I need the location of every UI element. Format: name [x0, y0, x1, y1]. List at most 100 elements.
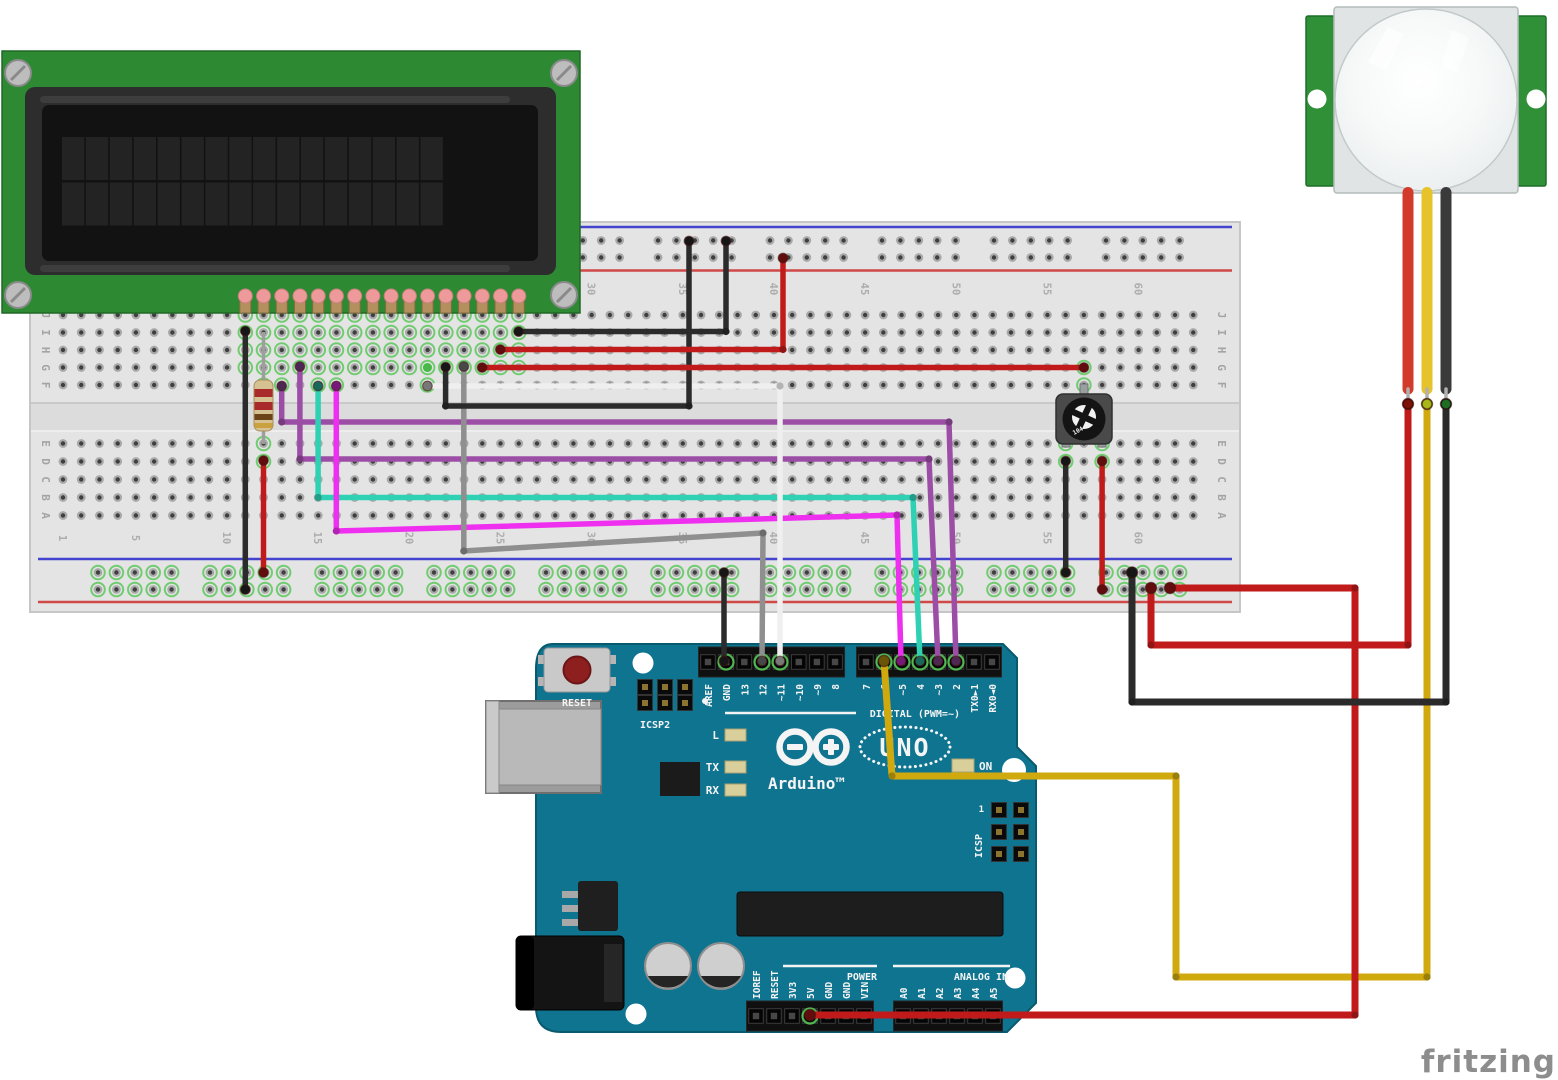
breadboard-hole — [332, 345, 341, 355]
barrel-jack-cap — [516, 936, 534, 1010]
arduino-uno-board[interactable]: RESET ICSP2 DIGITAL (PWM=~) L TX RX ON A… — [485, 643, 1037, 1033]
breadboard-hole — [1170, 363, 1180, 372]
breadboard-hole — [131, 380, 141, 390]
lcd-16x2-module[interactable] — [1, 50, 581, 314]
breadboard-hole — [205, 585, 215, 594]
breadboard-hole — [368, 328, 378, 337]
lcd-char-cell — [205, 182, 228, 226]
pir-motion-sensor[interactable] — [1305, 6, 1547, 194]
breadboard-hole — [459, 345, 469, 355]
breadboard-hole — [131, 328, 141, 337]
potentiometer-trimmer[interactable]: 104 — [1055, 383, 1113, 448]
breadboard-hole — [332, 363, 341, 372]
breadboard-hole — [860, 380, 870, 390]
wire-bendpoint — [925, 455, 933, 463]
breadboard-hole — [1134, 380, 1143, 390]
wire-red-5v-feed[interactable] — [806, 584, 1359, 1019]
wire-red-pir-vcc[interactable] — [1147, 400, 1412, 649]
wire-magenta-to-pin5[interactable] — [333, 383, 904, 664]
wire-black-pir-gnd[interactable] — [1128, 400, 1450, 706]
breadboard-hole — [222, 345, 232, 355]
connected-hole-ring — [593, 564, 610, 581]
breadboard-hole — [186, 511, 196, 520]
breadboard-hole — [970, 310, 979, 320]
lcd-char-cell — [277, 182, 300, 226]
breadboard-hole — [167, 475, 177, 484]
breadboard-hole — [1079, 310, 1089, 320]
breadboard-hole — [350, 345, 360, 355]
breadboard-hole — [386, 511, 396, 520]
icsp-pin-contact — [682, 700, 688, 706]
breadboard-hole — [113, 380, 123, 390]
breadboard-hole — [1043, 511, 1052, 520]
pin-label-A2: A2 — [935, 988, 946, 999]
connected-hole-ring — [328, 324, 345, 341]
wire-endpoint — [422, 380, 433, 392]
lcd-bezel-ridge — [40, 96, 510, 103]
connected-hole-ring — [383, 342, 399, 358]
connected-hole-ring — [705, 581, 722, 598]
wire-cyan-to-pin4[interactable] — [315, 383, 923, 664]
breadboard-hole — [1134, 475, 1143, 484]
connected-hole-ring — [556, 564, 573, 581]
breadboard-hole — [222, 457, 232, 466]
breadboard-hole — [1097, 310, 1107, 320]
connected-hole-ring — [387, 564, 404, 581]
wire-black-rail-a[interactable] — [442, 238, 692, 409]
lcd-char-cell — [372, 182, 395, 226]
overlay-layer — [1402, 398, 1452, 410]
wire-purple-to-pin2[interactable] — [278, 383, 959, 664]
breadboard[interactable]: JJIIHHGGFFEEDDCCBBAA11551010151520202525… — [29, 221, 1241, 613]
connected-hole-ring — [687, 581, 703, 598]
breadboard-hole — [897, 345, 906, 355]
mounting-hole — [632, 652, 654, 674]
pin-contact — [970, 658, 978, 666]
breadboard-hole — [76, 493, 86, 502]
breadboard-hole — [386, 380, 396, 390]
pot-marking: 104 — [1072, 425, 1085, 436]
capacitor — [697, 942, 745, 990]
breadboard-hole — [578, 585, 588, 594]
voltage-regulator — [578, 881, 618, 931]
breadboard-hole — [222, 380, 232, 390]
wire-endpoint — [513, 326, 524, 337]
lcd-char-cell — [109, 137, 133, 180]
pin1-marker-icon — [702, 698, 708, 704]
connected-hole-ring — [346, 324, 363, 341]
wire-endpoint — [774, 655, 786, 667]
breadboard-hole — [1024, 457, 1034, 466]
breadboard-hole — [860, 328, 870, 337]
wire-endpoint — [1163, 581, 1177, 595]
lcd-char-cell — [229, 137, 252, 180]
connected-hole-ring — [163, 581, 180, 598]
row-letter: D — [1215, 458, 1228, 465]
pir-cable-tip — [1402, 398, 1414, 410]
breadboard-hole — [277, 328, 287, 337]
breadboard-hole — [167, 585, 177, 594]
breadboard-hole — [484, 568, 494, 577]
breadboard-hole — [130, 568, 140, 577]
connected-hole-ring — [145, 581, 161, 598]
breadboard-hole — [678, 439, 688, 448]
row-letter: E — [39, 440, 52, 447]
connected-hole-ring — [538, 581, 554, 598]
breadboard-hole — [641, 511, 651, 520]
wire-gray-to-pin12[interactable] — [461, 363, 766, 664]
breadboard-hole — [496, 475, 505, 484]
breadboard-hole — [988, 475, 998, 484]
wire-yellow-signal[interactable] — [880, 400, 1431, 981]
breadboard-hole — [988, 345, 998, 355]
breadboard-hole — [806, 380, 815, 390]
breadboard-hole — [404, 345, 414, 355]
breadboard-hole — [806, 439, 815, 448]
lcd-pin-top — [438, 288, 454, 304]
connected-hole-ring — [257, 581, 274, 598]
row-letter: I — [1215, 329, 1228, 336]
connected-hole-ring — [163, 564, 180, 581]
connected-hole-ring — [426, 564, 442, 581]
breadboard-hole — [441, 511, 451, 520]
resistor-220-ohm[interactable] — [253, 332, 274, 444]
lcd-char-cell — [253, 182, 276, 226]
breadboard-hole — [878, 310, 888, 320]
wire-purple-to-pin3[interactable] — [297, 363, 941, 664]
